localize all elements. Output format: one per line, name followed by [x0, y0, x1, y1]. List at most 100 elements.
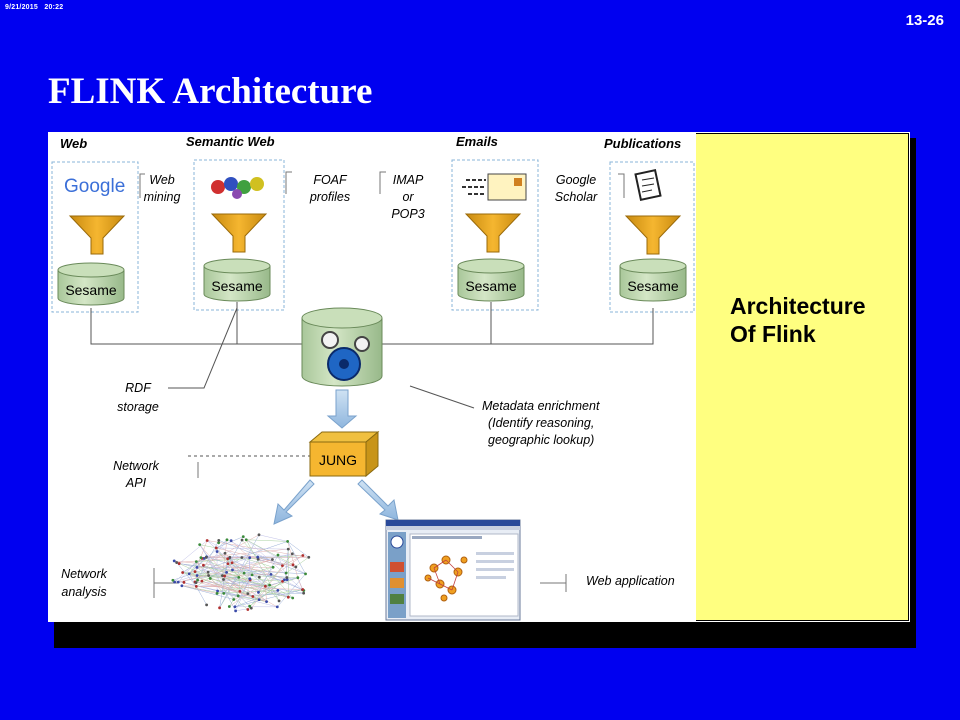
sesame-store-emails: Sesame	[457, 258, 525, 302]
graph-node	[281, 579, 284, 583]
graph-node	[286, 547, 290, 551]
sesame-store-semantic-web-label: Sesame	[211, 278, 263, 294]
graph-node	[251, 595, 255, 598]
caption-line-1: Architecture	[730, 293, 866, 319]
graph-edge	[277, 573, 306, 608]
graph-node	[227, 605, 231, 608]
graph-edge	[233, 581, 283, 600]
graph-edge	[238, 577, 241, 592]
graph-node	[248, 604, 252, 608]
graph-node	[230, 561, 234, 565]
graph-node	[286, 540, 290, 543]
annotation-imap-line-2: or	[402, 190, 414, 204]
slide-date: 9/21/2015	[5, 4, 38, 11]
graph-edge	[287, 541, 306, 574]
graph-node	[285, 578, 289, 581]
graph-edge	[246, 539, 288, 542]
graph-node	[291, 596, 295, 600]
graph-edge	[231, 562, 293, 599]
graph-node	[281, 564, 284, 568]
graph-node	[240, 538, 244, 542]
architecture-diagram: Web Semantic Web Emails Publications Goo…	[48, 132, 696, 622]
graph-node	[229, 539, 233, 543]
graph-node	[215, 592, 219, 595]
emails-source-box	[451, 159, 539, 311]
graph-node	[217, 539, 221, 542]
graph-edge	[207, 540, 303, 590]
publications-source-box	[609, 161, 695, 313]
caption-line-2: Of Flink	[730, 321, 816, 347]
annotation-rdf-line-2: storage	[117, 400, 159, 414]
source-emails-label: Emails	[456, 134, 498, 149]
graph-node	[283, 578, 286, 582]
graph-node	[187, 572, 191, 576]
graph-node	[302, 591, 306, 595]
graph-edge	[218, 540, 306, 575]
graph-edge	[189, 539, 228, 574]
annotation-network-api-line-1: Network	[113, 459, 160, 473]
graph-node	[225, 538, 229, 542]
graph-edge	[285, 549, 289, 574]
graph-node	[265, 600, 268, 604]
graph-edge	[174, 561, 197, 583]
graph-node	[226, 562, 230, 566]
graph-edge	[203, 534, 260, 566]
graph-node	[246, 608, 250, 611]
gear-icon-small	[321, 331, 339, 349]
source-semantic-web-label: Semantic Web	[186, 134, 275, 149]
graph-node	[193, 570, 197, 574]
graph-node	[249, 606, 253, 610]
graph-edge	[196, 567, 248, 610]
graph-edge	[199, 544, 217, 549]
graph-edge	[231, 562, 288, 580]
graph-edge	[194, 581, 270, 586]
jung-box: JUNG	[308, 430, 380, 478]
graph-node	[225, 570, 228, 574]
annotation-web-application: Web application	[586, 574, 675, 588]
annotation-scholar-line-2: Scholar	[555, 190, 598, 204]
arrow-to-network-analysis-icon	[273, 479, 315, 525]
graph-node	[202, 556, 206, 560]
graph-edge	[223, 579, 250, 607]
arrow-to-web-application-icon	[357, 479, 399, 521]
graph-node	[234, 609, 238, 613]
annotation-foaf-line-2: profiles	[309, 190, 350, 204]
graph-edge	[223, 593, 278, 608]
architecture-diagram-svg: Web Semantic Web Emails Publications Goo…	[51, 134, 695, 621]
graph-node	[238, 589, 242, 593]
jung-label: JUNG	[319, 452, 357, 468]
annotation-rdf-line-1: RDF	[125, 381, 152, 395]
graph-node	[241, 535, 245, 539]
annotation-web-mining-line-2: mining	[144, 190, 181, 204]
graph-edge	[206, 556, 283, 582]
graph-edge	[199, 544, 234, 600]
annotation-scholar-line-1: Google	[556, 173, 596, 187]
graph-edge	[188, 557, 202, 574]
graph-edge	[286, 557, 309, 574]
graph-node	[248, 556, 252, 560]
publications-document-icon	[634, 169, 662, 201]
graph-node	[244, 538, 248, 542]
graph-edge	[249, 578, 289, 598]
graph-node	[206, 570, 210, 574]
annotation-foaf-line-1: FOAF	[313, 173, 348, 187]
graph-node	[246, 592, 250, 595]
graph-edge	[251, 574, 266, 587]
annotation-metadata-line-3: geographic lookup)	[488, 433, 594, 447]
central-database-icon	[301, 307, 383, 387]
graph-edge	[178, 561, 197, 583]
graph-edge	[259, 577, 280, 602]
annotation-network-api-line-2: API	[125, 476, 147, 490]
graph-edge	[217, 590, 278, 594]
caption: Architecture Of Flink	[730, 292, 865, 348]
graph-edge	[181, 585, 218, 594]
graph-edge	[174, 557, 250, 583]
sesame-store-emails-label: Sesame	[465, 278, 517, 294]
graph-node	[263, 584, 267, 588]
graph-node	[173, 580, 176, 584]
graph-node	[226, 557, 230, 561]
annotation-metadata-line-2: (Identify reasoning,	[488, 416, 594, 430]
graph-node	[296, 576, 300, 580]
graph-node	[257, 575, 261, 579]
slide-time: 20:22	[44, 4, 64, 11]
